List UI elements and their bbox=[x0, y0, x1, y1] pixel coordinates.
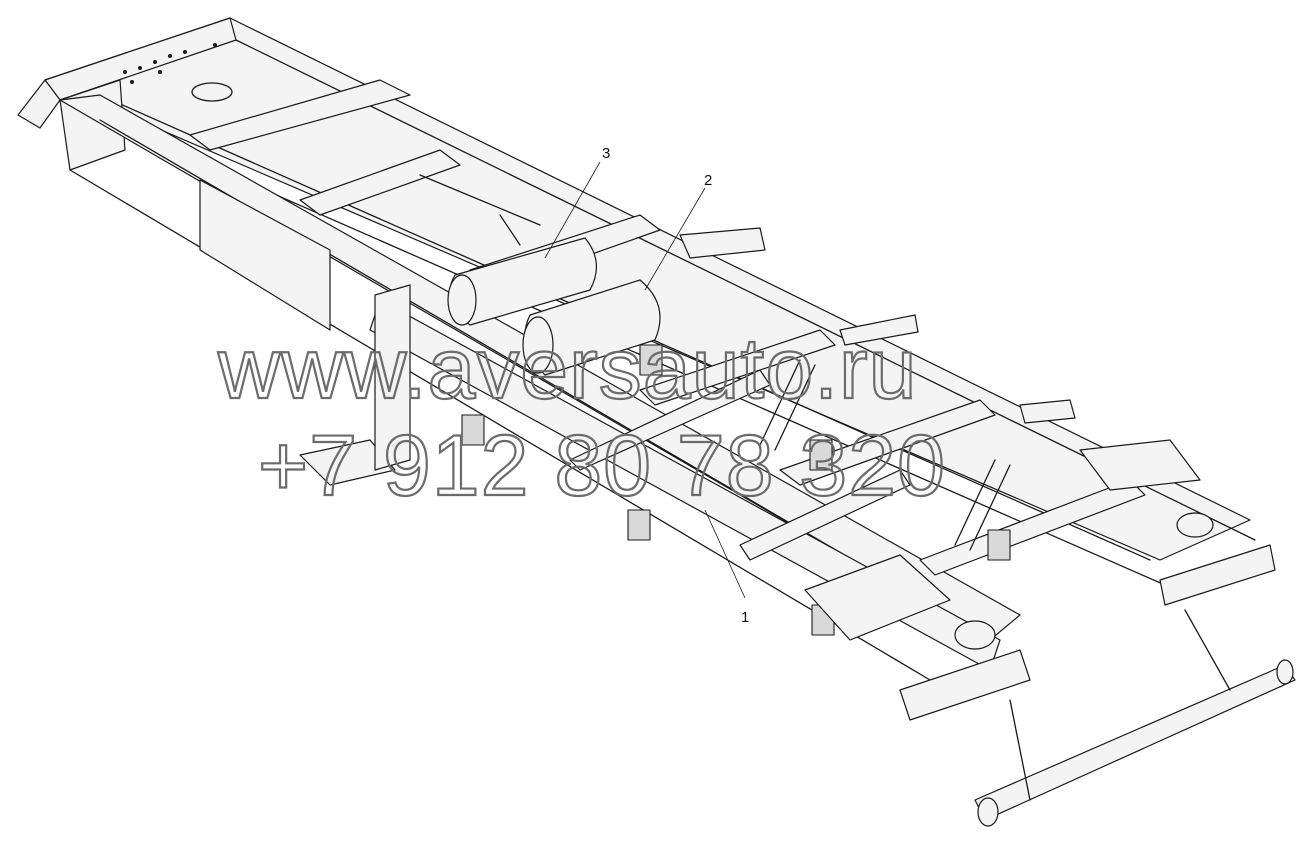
watermark-url: www.aversauto.ru bbox=[217, 321, 918, 417]
rear-plates bbox=[679, 227, 1201, 641]
callout-label-1: 1 bbox=[741, 609, 749, 626]
callout-label-3: 3 bbox=[602, 145, 610, 162]
diagonal-braces bbox=[419, 174, 1011, 551]
cross-members bbox=[189, 79, 1146, 576]
callout-label-2: 2 bbox=[704, 172, 712, 189]
spring-brackets bbox=[299, 284, 1011, 636]
fuel-tank-2 bbox=[522, 279, 661, 376]
callout-leaders bbox=[544, 161, 746, 599]
fuel-tank-3 bbox=[447, 237, 597, 326]
rear-bumper bbox=[899, 512, 1296, 827]
watermark-phone: +7 912 80 78 320 bbox=[258, 418, 946, 514]
